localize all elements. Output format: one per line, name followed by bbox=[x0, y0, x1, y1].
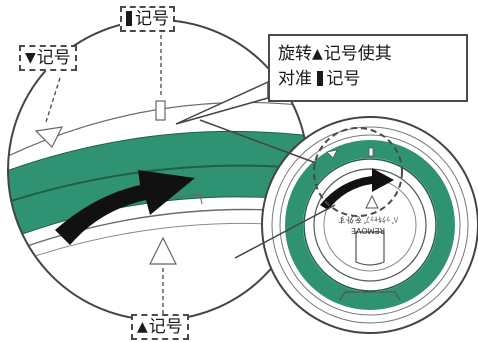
instruction-callout: 旋转▲记号使其 对准 记号 bbox=[268, 34, 468, 102]
down-triangle-mark-label: ▼记号 bbox=[19, 45, 77, 71]
highlight-circle bbox=[313, 127, 403, 217]
up-mark-text: 记号 bbox=[148, 317, 183, 337]
bar-mark-label: 记号 bbox=[120, 6, 175, 32]
up-triangle-mark-label: ▲记号 bbox=[131, 314, 189, 340]
bar-icon bbox=[126, 11, 132, 26]
rotation-arrow-icon bbox=[55, 170, 195, 245]
callout-bar-icon bbox=[317, 71, 324, 86]
triangle-marker-icon-lower bbox=[149, 236, 177, 265]
lens-cap-text-line2: ﾊﾞｯｸｷｬｯﾌﾟを外す bbox=[338, 215, 398, 225]
callout-line-2: 对准 记号 bbox=[278, 67, 458, 92]
callout-line2-suffix: 记号 bbox=[326, 69, 361, 89]
lens-rear-view: REMOVE ﾊﾞｯｸｷｬｯﾌﾟを外す bbox=[261, 116, 478, 334]
callout-line2-prefix: 对准 bbox=[278, 69, 312, 89]
bar-mark-text: 记号 bbox=[135, 9, 169, 29]
callout-line-1: 旋转▲记号使其 bbox=[278, 42, 458, 67]
callout-line1-prefix: 旋转 bbox=[278, 44, 312, 64]
lens-cap-text-line1: REMOVE bbox=[351, 226, 385, 235]
callout-line1-suffix: 记号使其 bbox=[323, 44, 392, 64]
up-triangle-icon: ▲ bbox=[137, 319, 148, 335]
small-rotation-arrow-icon bbox=[320, 168, 394, 210]
triangle-marker-icon bbox=[34, 126, 64, 149]
bar-marker-icon bbox=[155, 100, 166, 121]
down-triangle-icon: ▼ bbox=[25, 50, 36, 66]
callout-up-triangle-icon: ▲ bbox=[312, 46, 323, 62]
down-mark-text: 记号 bbox=[36, 48, 71, 68]
